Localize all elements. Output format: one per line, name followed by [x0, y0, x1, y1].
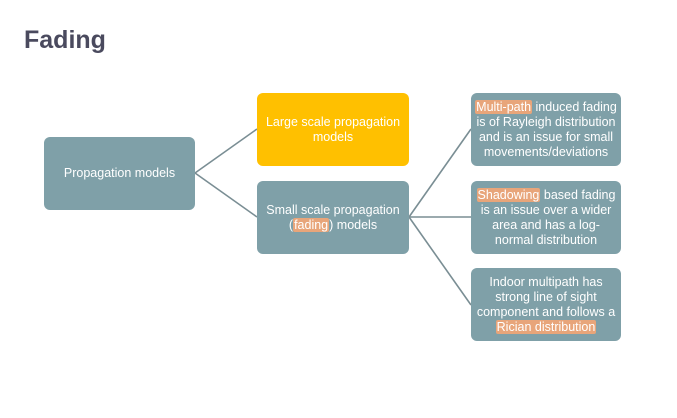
connector-root-small: [194, 172, 258, 218]
node-multipath: Multi-path induced fading is of Rayleigh…: [471, 93, 621, 166]
node-label: Large scale propagation models: [265, 114, 401, 144]
connector-small-leaf3: [408, 216, 472, 306]
node-label: Multi-path induced fading is of Rayleigh…: [475, 99, 617, 159]
rician-highlight: Rician distribution: [495, 319, 597, 334]
multipath-highlight: Multi-path: [475, 99, 533, 114]
connector-small-leaf1: [408, 128, 472, 218]
node-indoor-multipath: Indoor multipath has strong line of sigh…: [471, 268, 621, 341]
node-propagation-models: Propagation models: [44, 137, 195, 210]
node-shadowing: Shadowing based fading is an issue over …: [471, 181, 621, 254]
node-label: Small scale propagation (fading) models: [266, 202, 400, 232]
node-small-scale: Small scale propagation (fading) models: [257, 181, 409, 254]
slide-title: Fading: [24, 26, 106, 54]
connector-root-large: [194, 128, 258, 174]
node-large-scale: Large scale propagation models: [257, 93, 409, 166]
shadowing-highlight: Shadowing: [476, 187, 541, 202]
fading-highlight: fading: [293, 217, 330, 232]
node-label: Propagation models: [63, 166, 176, 180]
node-label: Shadowing based fading is an issue over …: [476, 187, 616, 247]
node-label: Indoor multipath has strong line of sigh…: [476, 274, 616, 334]
